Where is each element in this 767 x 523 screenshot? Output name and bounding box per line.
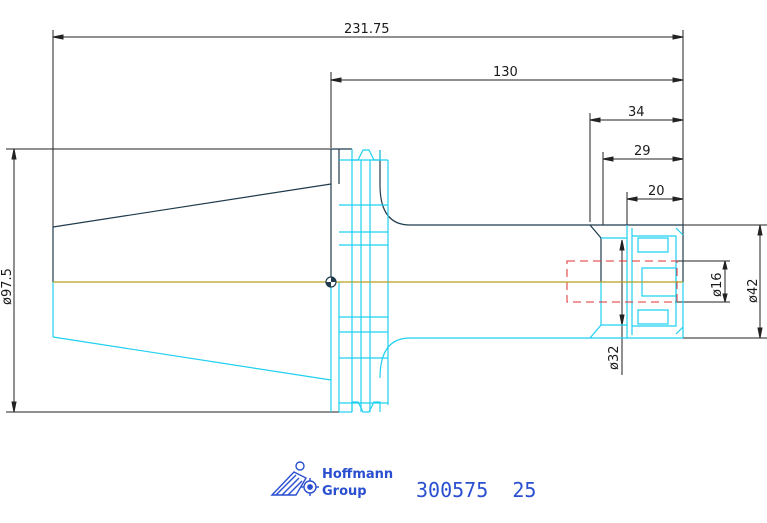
hoffmann-group-logo: Hoffmann Group <box>270 461 393 499</box>
dim-length-20: 20 <box>648 184 665 199</box>
dim-length-29: 29 <box>634 144 651 159</box>
hoffmann-figure-icon <box>270 461 307 496</box>
center-point-marker <box>325 276 337 288</box>
dim-length-34: 34 <box>628 105 645 120</box>
logo-line-group: Group <box>322 484 367 499</box>
logo-line-hoffmann: Hoffmann <box>322 467 393 482</box>
dim-diameter-42: ø42 <box>746 279 761 304</box>
part-outline-top <box>52 148 684 282</box>
dim-diameter-16: ø16 <box>710 273 725 298</box>
dimension-lines <box>6 30 767 413</box>
dim-diameter-97-5: ø97.5 <box>0 268 15 305</box>
part-outline-cyan <box>52 149 684 413</box>
dim-length-130: 130 <box>493 65 518 80</box>
dim-diameter-32: ø32 <box>607 346 622 371</box>
gear-icon <box>301 478 319 496</box>
part-number: 300575 25 <box>416 478 536 502</box>
dimension-labels: 231.75 130 34 29 20 ø97.5 ø42 ø16 ø32 <box>0 22 761 370</box>
dim-overall-length: 231.75 <box>344 22 390 37</box>
